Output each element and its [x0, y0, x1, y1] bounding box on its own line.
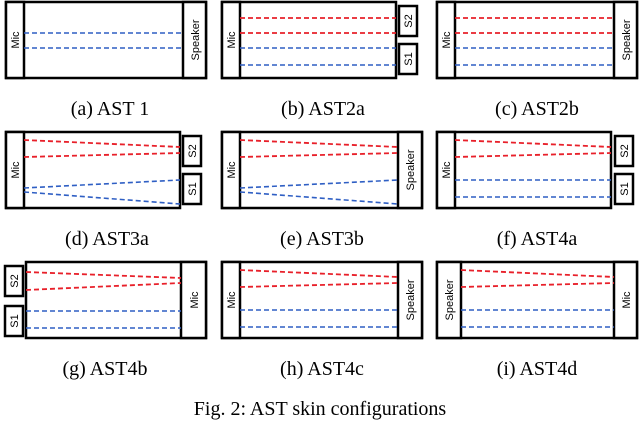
speaker-box	[396, 130, 424, 210]
caption-ast4b: (g) AST4b	[62, 358, 148, 380]
mic-label: Mic	[441, 161, 453, 179]
s1-label: S1	[403, 52, 415, 65]
red-dashed-line-1	[454, 139, 612, 148]
caption-ast4c: (h) AST4c	[280, 358, 364, 380]
s2-label: S2	[187, 144, 199, 157]
panel-frame	[4, 130, 182, 210]
blue-dashed-line-2	[23, 191, 181, 205]
red-dashed-line-2	[454, 152, 612, 158]
mic-box	[435, 130, 457, 210]
red-dashed-line-1	[25, 271, 182, 279]
mic-label: Mic	[226, 291, 238, 309]
caption-ast4a: (f) AST4a	[496, 228, 578, 250]
mic-label: Mic	[441, 31, 453, 49]
caption-ast3b: (e) AST3b	[280, 228, 364, 250]
figure-caption: Fig. 2: AST skin configurations	[193, 398, 447, 420]
red-dashed-line-1	[239, 269, 399, 278]
speaker-label: Speaker	[190, 19, 202, 60]
s1-box	[3, 304, 25, 338]
red-dashed-line-2	[23, 152, 181, 158]
s1-box	[613, 172, 635, 206]
mic-box	[435, 0, 457, 80]
blue-dashed-line-2	[239, 191, 399, 205]
speaker-box	[181, 0, 208, 80]
panel-ast4b: S2 S1 Mic	[3, 260, 208, 340]
s1-label: S1	[619, 182, 631, 195]
mic-label: Mic	[226, 161, 238, 179]
panel-frame	[4, 0, 208, 80]
panel-ast3b: Mic Speaker	[220, 130, 424, 210]
s2-box	[3, 264, 25, 298]
mic-box	[4, 130, 26, 210]
panel-ast1: Mic Speaker	[4, 0, 208, 80]
panel-frame	[220, 0, 398, 80]
s1-label: S1	[187, 182, 199, 195]
panel-ast4a: Mic S2 S1	[435, 130, 635, 210]
red-dashed-line-2	[239, 152, 399, 158]
panel-ast4d: Speaker Mic	[435, 260, 639, 340]
s2-box	[397, 4, 419, 38]
caption-ast1: (a) AST 1	[70, 98, 150, 120]
s2-label: S2	[403, 14, 415, 27]
mic-box	[4, 0, 26, 80]
mic-box	[179, 260, 208, 340]
caption-ast3a: (d) AST3a	[65, 228, 149, 250]
caption-ast2a: (b) AST2a	[281, 98, 365, 120]
speaker-label: Speaker	[621, 19, 633, 60]
mic-label: Mic	[621, 291, 633, 309]
mic-label: Mic	[10, 31, 22, 49]
mic-label: Mic	[189, 291, 201, 309]
speaker-label: Speaker	[444, 279, 456, 320]
red-dashed-line-1	[239, 139, 399, 148]
mic-box	[220, 130, 242, 210]
speaker-label: Speaker	[405, 149, 417, 190]
panel-ast2a: Mic S2 S1	[220, 0, 419, 80]
red-dashed-line-2	[25, 282, 182, 291]
speaker-box	[612, 0, 639, 80]
speaker-label: Speaker	[405, 279, 417, 320]
s1-label: S1	[9, 314, 21, 327]
panel-ast4c: Mic Speaker	[220, 260, 424, 340]
speaker-box	[435, 260, 463, 340]
panel-ast2b: Mic Speaker	[435, 0, 639, 80]
mic-label: Mic	[226, 31, 238, 49]
blue-dashed-line-1	[239, 179, 399, 189]
red-dashed-line-1	[23, 139, 181, 148]
panel-frame	[435, 0, 639, 80]
red-dashed-line-2	[239, 282, 399, 288]
mic-label: Mic	[10, 161, 22, 179]
caption-ast4d: (i) AST4d	[496, 358, 578, 380]
s1-box	[181, 172, 203, 206]
speaker-box	[396, 260, 424, 340]
blue-dashed-line-1	[23, 179, 181, 189]
s2-label: S2	[619, 144, 631, 157]
s2-box	[181, 134, 203, 168]
caption-ast2b: (c) AST2b	[495, 98, 579, 120]
red-dashed-line-1	[460, 269, 615, 278]
panel-ast3a: Mic S2 S1	[4, 130, 203, 210]
mic-box	[220, 260, 242, 340]
s2-label: S2	[9, 274, 21, 287]
mic-box	[612, 260, 639, 340]
s1-box	[397, 42, 419, 76]
mic-box	[220, 0, 242, 80]
s2-box	[613, 134, 635, 168]
red-dashed-line-2	[460, 282, 615, 288]
